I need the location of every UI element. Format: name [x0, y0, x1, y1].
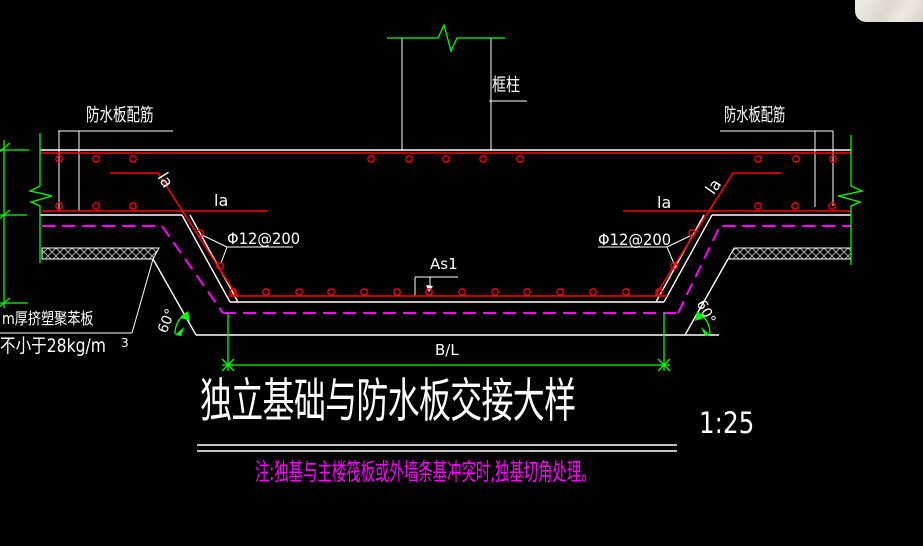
rebar-lines: [40, 152, 851, 297]
drawing-scale: 1:25: [699, 406, 755, 440]
span-label: B/L: [435, 341, 459, 359]
angle-arrowheads: [175, 311, 710, 336]
la-label-right: la: [657, 193, 672, 212]
insulation-label-line1: m厚挤塑聚苯板: [2, 309, 94, 328]
column-break-line: [387, 23, 505, 53]
insulation-hatch-left: [41, 247, 160, 260]
rebar-spec-label-left: Φ12@200: [227, 229, 301, 248]
slab-rebar-label-right: 防水板配筋: [724, 105, 786, 126]
insulation-label-line2: 不小于28kg/m: [0, 335, 106, 357]
column-label: 框柱: [492, 75, 521, 96]
la-label-left: la: [214, 191, 229, 210]
slab-rebar-label-left: 防水板配筋: [86, 105, 154, 126]
drawing-note: 注:独基与主楼筏板或外墙条基冲突时,独基切角处理。: [255, 458, 596, 486]
rebar-spec-label-right: Φ12@200: [598, 230, 672, 249]
photo-thumbnail[interactable]: [855, 0, 923, 22]
membrane-dashed-line: [42, 225, 851, 314]
concrete-outline: [40, 149, 851, 336]
annotation-leaders: [0, 38, 834, 452]
insulation-superscript: 3: [121, 336, 129, 350]
insulation-hatch-right: [727, 247, 852, 260]
rebar-section-circles: [55, 155, 837, 296]
break-symbol-right: [837, 135, 865, 265]
dimension-lines: [0, 23, 865, 372]
bottom-rebar-label: As1: [430, 255, 458, 273]
break-symbol-left: [28, 133, 53, 263]
drawing-title: 独立基础与防水板交接大样: [200, 374, 576, 429]
